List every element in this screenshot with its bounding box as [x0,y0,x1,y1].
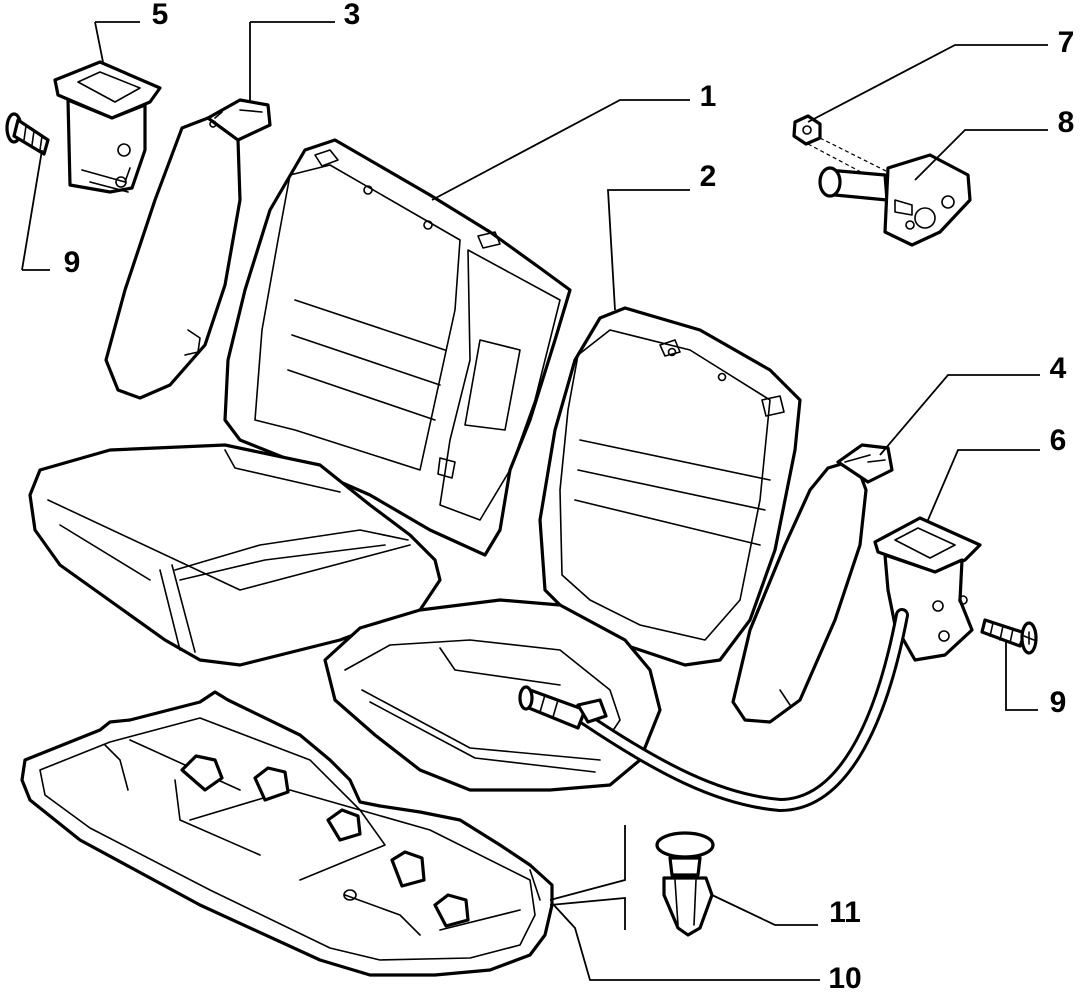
left-screw [5,112,50,156]
right-screw [980,618,1038,655]
small-seat-cushion [323,598,662,792]
left-hinge-bracket [53,60,162,194]
release-cable [518,608,909,813]
callout-5: 5 [152,0,169,31]
callout-10: 10 [828,962,861,993]
large-backrest [223,138,572,557]
push-clip [655,831,715,937]
callout-labels: 5 3 9 1 2 7 8 4 6 9 11 10 [64,0,1075,993]
right-side-bolster [731,443,894,724]
small-backrest [538,306,802,667]
left-side-bolster [104,98,272,400]
callout-8: 8 [1058,106,1075,139]
callout-6: 6 [1050,424,1067,457]
callout-1: 1 [700,80,717,113]
callout-9-left: 9 [64,246,81,279]
callout-4: 4 [1050,352,1067,385]
pivot-bracket [807,137,972,247]
callout-2: 2 [700,160,717,193]
callout-11: 11 [829,896,861,929]
callout-9-right: 9 [1050,686,1067,719]
callout-3: 3 [344,0,361,31]
right-hinge-bracket [873,516,982,662]
seat-base-tray [20,690,554,977]
callout-7: 7 [1058,26,1075,59]
leader-lines [21,21,1048,981]
nut [792,114,822,146]
